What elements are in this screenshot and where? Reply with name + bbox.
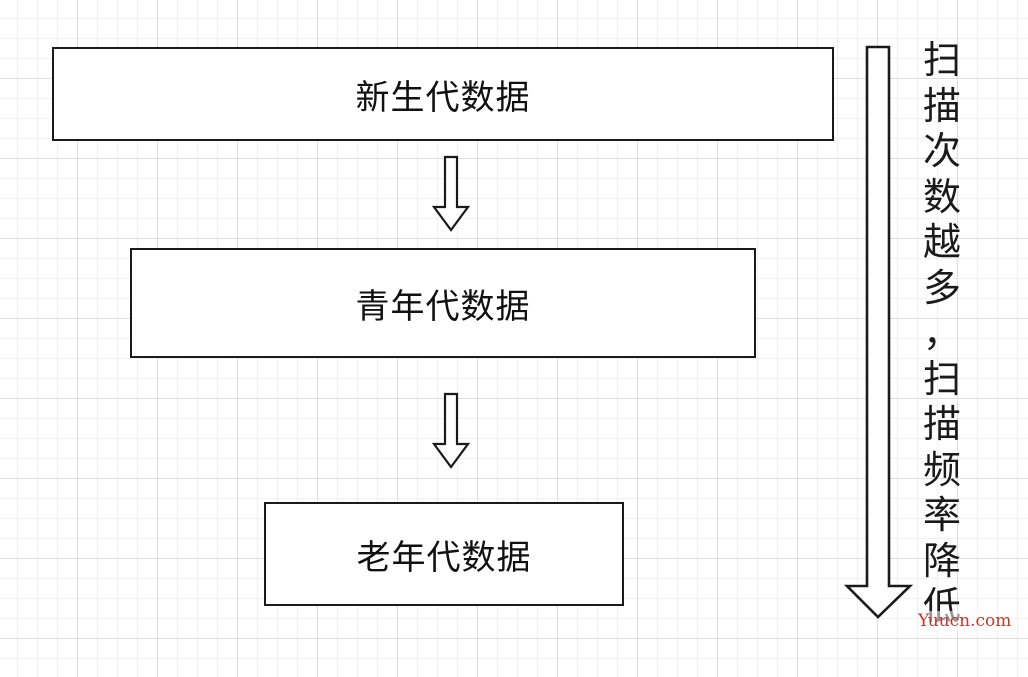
down-arrow-icon (431, 155, 471, 232)
note-char: 数 (922, 174, 961, 219)
young-generation-box: 新生代数据 (52, 47, 834, 141)
note-char: 降 (922, 538, 961, 583)
note-char: 扫 (922, 38, 961, 82)
note-char: ， (922, 311, 961, 355)
old-generation-box: 老年代数据 (264, 502, 624, 606)
scan-frequency-note: 扫 描 次 数 越 多 ， 扫 描 频 率 降 低 (918, 38, 966, 630)
note-char: 描 (922, 83, 961, 128)
note-char: 频 (922, 447, 961, 492)
middle-generation-box: 青年代数据 (130, 248, 756, 358)
note-char: 率 (922, 493, 961, 537)
note-char: 扫 (922, 356, 961, 401)
note-char: 多 (922, 265, 961, 310)
long-down-arrow-icon (843, 45, 914, 619)
note-char: 描 (922, 402, 961, 446)
watermark: Yuucn.com (918, 611, 1012, 631)
note-char: 次 (922, 129, 961, 173)
middle-generation-label: 青年代数据 (355, 286, 531, 327)
down-arrow-icon (431, 392, 471, 469)
young-generation-label: 新生代数据 (355, 77, 531, 118)
note-char: 越 (922, 220, 961, 264)
old-generation-label: 老年代数据 (356, 537, 532, 578)
